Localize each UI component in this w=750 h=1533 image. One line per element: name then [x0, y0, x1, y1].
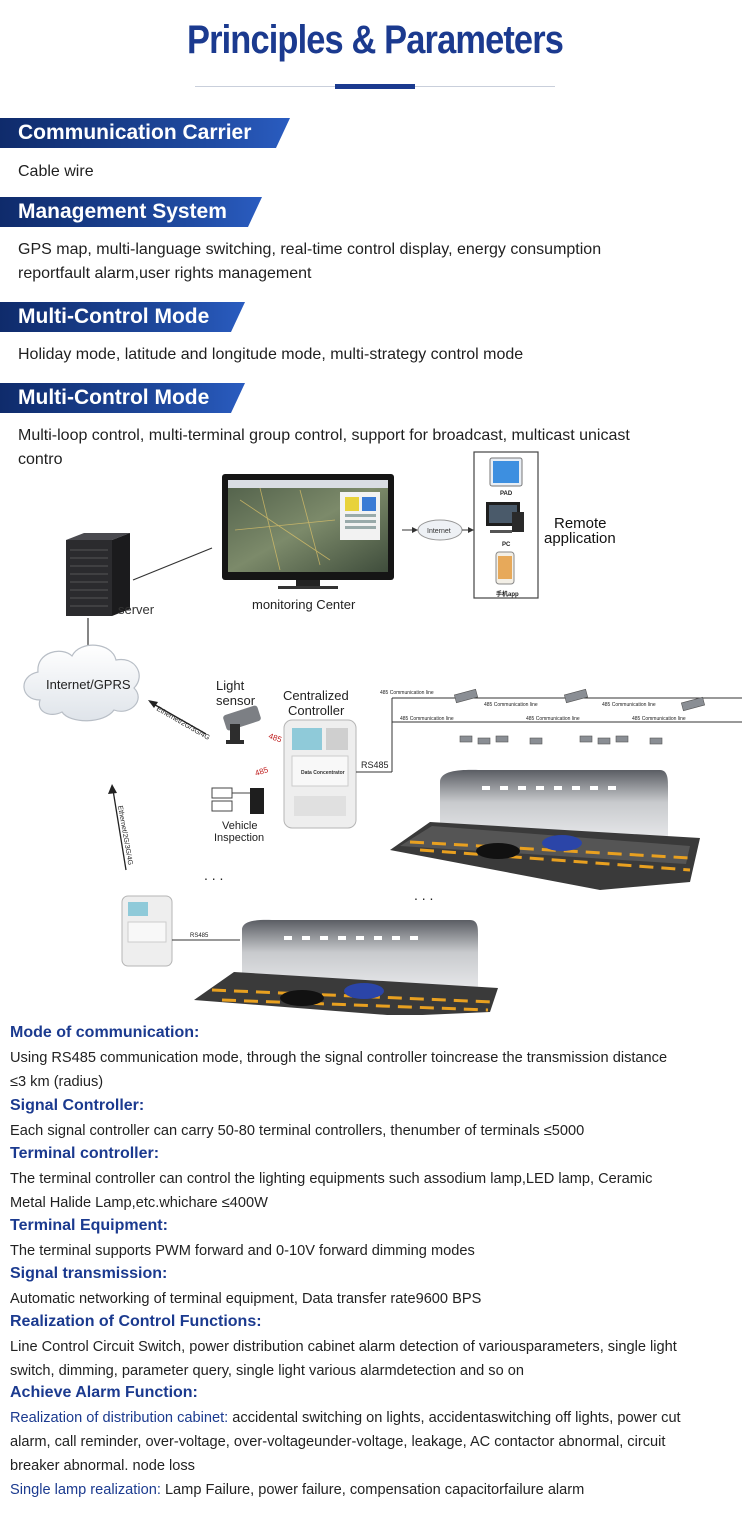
tag-485-b: 485 — [254, 765, 270, 778]
app-label: 手机app — [496, 590, 519, 598]
detail-line: Automatic networking of terminal equipme… — [10, 1291, 482, 1307]
section-header-communication-carrier: Communication Carrier — [0, 118, 290, 148]
internet-label: Internet — [427, 528, 451, 535]
remote-label-line2: application — [544, 530, 616, 547]
alarm-lamp-label: Single lamp realization: — [10, 1482, 161, 1498]
light-sensor-label-1: Light — [216, 678, 245, 693]
ethernet-label-1: Ethernet/2G/3G/4G — [155, 706, 211, 742]
tunnel-road-icon-1 — [390, 769, 700, 890]
detail-line: alarm, call reminder, over-voltage, over… — [10, 1434, 666, 1450]
monitor-icon — [222, 474, 394, 589]
comm-line-1: 485 Communication line — [380, 690, 434, 696]
cloud-label: Internet/GPRS — [46, 677, 131, 692]
tablet-icon — [489, 457, 523, 487]
comm-line-4: 485 Communication line — [400, 716, 454, 722]
device-title: Data Concentrator — [301, 770, 345, 776]
detail-line: Each signal controller can carry 50-80 t… — [10, 1123, 585, 1139]
detail-line: The terminal controller can control the … — [10, 1171, 653, 1187]
light-sensor-label-2: sensor — [216, 693, 256, 708]
alarm-cabinet-label: Realization of distribution cabinet: — [10, 1410, 229, 1426]
detail-line: The terminal supports PWM forward and 0-… — [10, 1243, 475, 1259]
alarm-lamp-text: Lamp Failure, power failure, compensatio… — [160, 1482, 585, 1498]
detail-heading-control-functions: Realization of Control Functions: — [10, 1313, 262, 1330]
system-diagram: server monitoring Center Internet PAD — [23, 451, 742, 1015]
comm-line-2: 485 Communication line — [484, 702, 538, 708]
detail-text-signal-transmission: Automatic networking of terminal equipme… — [10, 1287, 740, 1311]
tag-485-a: 485 — [267, 731, 283, 744]
section-text-multi-control-mode-2: Multi-loop control, multi-terminal group… — [18, 427, 630, 468]
vehicle-inspection-icon — [211, 787, 264, 814]
pad-label: PAD — [500, 491, 513, 497]
detail-heading-terminal-controller: Terminal controller: — [10, 1145, 160, 1162]
section-text-communication-carrier: Cable wire — [18, 163, 94, 180]
comm-line-6: 485 Communication line — [632, 716, 686, 722]
section-text-multi-control-mode-1: Holiday mode, latitude and longitude mod… — [18, 346, 524, 363]
detail-heading-signal-controller: Signal Controller: — [10, 1097, 145, 1114]
rs485-small-label: RS485 — [190, 933, 209, 939]
rs485-label: RS485 — [361, 760, 389, 770]
pc-label: PC — [502, 542, 511, 548]
detail-heading-alarm-function: Achieve Alarm Function: — [10, 1384, 198, 1401]
section-header-multi-control-mode-2: Multi-Control Mode — [0, 383, 245, 413]
vehicle-label-1: Vehicle — [222, 820, 257, 832]
light-sensor-icon — [223, 705, 261, 744]
phone-icon — [495, 551, 515, 585]
detail-line: ≤3 km (radius) — [10, 1074, 104, 1090]
cloud-icon — [23, 644, 140, 722]
detail-text-terminal-equipment: The terminal supports PWM forward and 0-… — [10, 1239, 740, 1263]
detail-line: breaker abnormal. node loss — [10, 1458, 195, 1474]
page-title: Principles & Parameters — [186, 18, 564, 62]
terminal-controller-icons — [453, 688, 706, 745]
section-text-management-system: GPS map, multi-language switching, real-… — [18, 241, 602, 282]
detail-heading-terminal-equipment: Terminal Equipment: — [10, 1217, 168, 1234]
tunnel-road-icon-2 — [194, 919, 498, 1015]
svg-text:. . .: . . . — [414, 887, 433, 903]
server-label: server — [118, 602, 155, 617]
detail-line: switch, dimming, parameter query, single… — [10, 1363, 525, 1379]
alarm-cabinet-text: accidental switching on lights, accident… — [228, 1410, 681, 1426]
detail-line: Using RS485 communication mode, through … — [10, 1050, 668, 1066]
section-header-multi-control-mode-1: Multi-Control Mode — [0, 302, 245, 332]
section-header-management-system: Management System — [0, 197, 262, 227]
detail-line: Metal Halide Lamp,etc.whichare ≤400W — [10, 1195, 268, 1211]
pc-icon — [486, 502, 524, 533]
detail-text-signal-controller: Each signal controller can carry 50-80 t… — [10, 1119, 740, 1143]
detail-heading-signal-transmission: Signal transmission: — [10, 1265, 168, 1282]
alarm-cabinet-line: Realization of distribution cabinet: acc… — [10, 1406, 740, 1430]
detail-line: Line Control Circuit Switch, power distr… — [10, 1339, 677, 1355]
monitor-label: monitoring Center — [252, 597, 356, 612]
comm-line-5: 485 Communication line — [526, 716, 580, 722]
title-accent-bar — [335, 84, 415, 89]
remote-label-line1: Remote — [554, 515, 607, 532]
controller-label-1: Centralized — [283, 688, 349, 703]
centralized-controller-icon — [283, 719, 357, 829]
detail-text-terminal-controller: The terminal controller can control the … — [10, 1167, 740, 1215]
alarm-lamp-line: Single lamp realization: Lamp Failure, p… — [10, 1478, 740, 1502]
detail-text-mode-of-communication: Using RS485 communication mode, through … — [10, 1046, 740, 1094]
controller-label-2: Controller — [288, 703, 345, 718]
detail-text-alarm-function: Realization of distribution cabinet: acc… — [10, 1406, 740, 1502]
detail-text-control-functions: Line Control Circuit Switch, power distr… — [10, 1335, 740, 1383]
detail-heading-mode-of-communication: Mode of communication: — [10, 1024, 200, 1041]
server-icon — [66, 533, 130, 616]
comm-line-3: 485 Communication line — [602, 702, 656, 708]
vehicle-label-2: Inspection — [214, 832, 264, 844]
terminal-controller-icon-2 — [121, 895, 173, 967]
ethernet-label-2: Ethernet/2G/3G/4G — [116, 805, 133, 866]
svg-text:. . .: . . . — [204, 867, 223, 883]
